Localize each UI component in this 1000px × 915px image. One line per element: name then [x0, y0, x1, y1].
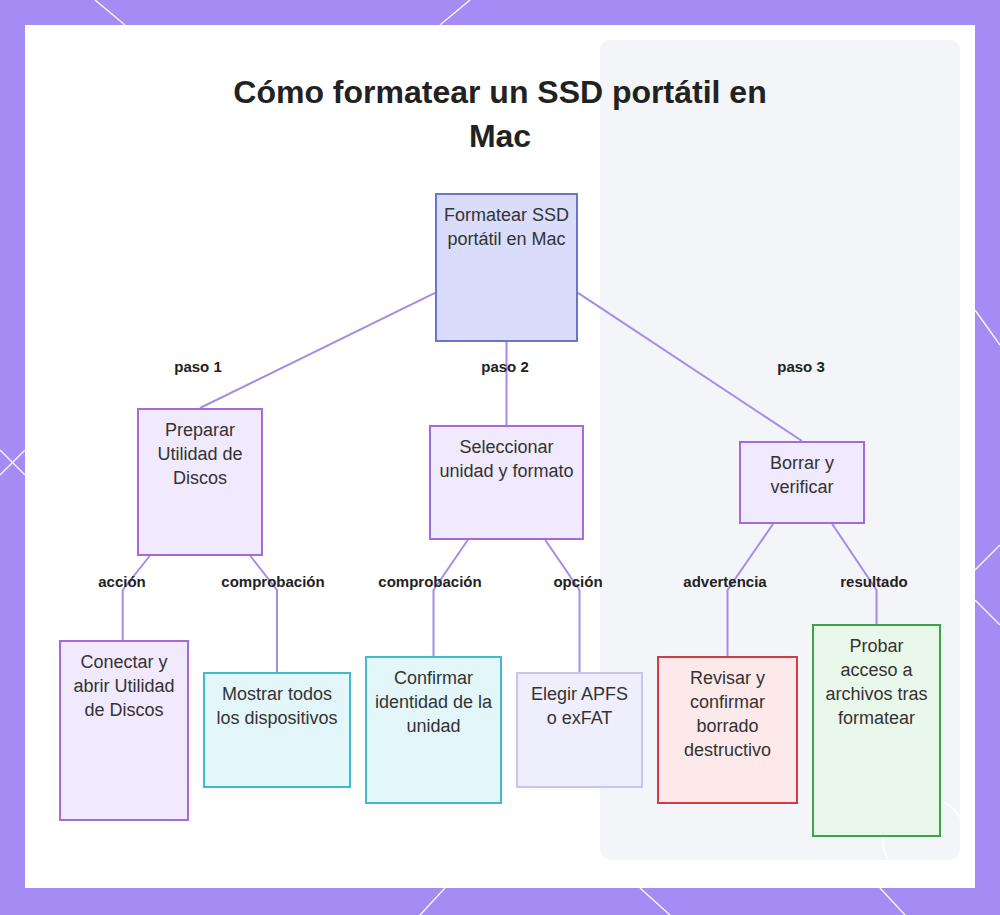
edge-label: opción [553, 573, 602, 590]
root-box: Formatear SSD portátil en Mac [435, 193, 578, 342]
node-text: Formatear SSD portátil en Mac [443, 203, 570, 251]
node-text: Elegir APFS o exFAT [524, 682, 635, 730]
node-text: Seleccionar unidad y formato [437, 435, 576, 483]
connector-line [545, 540, 579, 672]
check-box: Mostrar todos los dispositivos [203, 672, 351, 788]
node-text: Confirmar identidad de la unidad [373, 666, 494, 738]
step-box: Preparar Utilidad de Discos [137, 408, 263, 556]
result-box: Probar acceso a archivos tras formatear [812, 624, 941, 837]
edge-label: resultado [840, 573, 908, 590]
action-box: Conectar y abrir Utilidad de Discos [59, 640, 189, 821]
edge-label: comprobación [221, 573, 324, 590]
edge-label: paso 3 [777, 358, 825, 375]
node-text: Revisar y confirmar borrado destructivo [665, 666, 790, 762]
diagram-title: Cómo formatear un SSD portátil en Mac [200, 70, 800, 158]
node-text: Conectar y abrir Utilidad de Discos [67, 650, 181, 722]
connector-line [200, 293, 435, 408]
edge-label: comprobación [378, 573, 481, 590]
connector-line [506, 342, 508, 425]
connector-line [728, 524, 774, 656]
connector-line [123, 556, 150, 640]
edge-label: advertencia [683, 573, 766, 590]
node-text: Borrar y verificar [747, 451, 857, 499]
option-box: Elegir APFS o exFAT [516, 672, 643, 788]
warning-box: Revisar y confirmar borrado destructivo [657, 656, 798, 804]
step-box: Seleccionar unidad y formato [429, 425, 584, 540]
connector-line [578, 293, 802, 441]
node-text: Mostrar todos los dispositivos [211, 682, 343, 730]
check-box: Confirmar identidad de la unidad [365, 656, 502, 804]
node-text: Preparar Utilidad de Discos [145, 418, 255, 490]
step-box: Borrar y verificar [739, 441, 865, 524]
edge-label: acción [98, 573, 146, 590]
edge-label: paso 1 [174, 358, 222, 375]
node-text: Probar acceso a archivos tras formatear [820, 634, 933, 730]
edge-label: paso 2 [481, 358, 529, 375]
connector-line [434, 540, 468, 656]
